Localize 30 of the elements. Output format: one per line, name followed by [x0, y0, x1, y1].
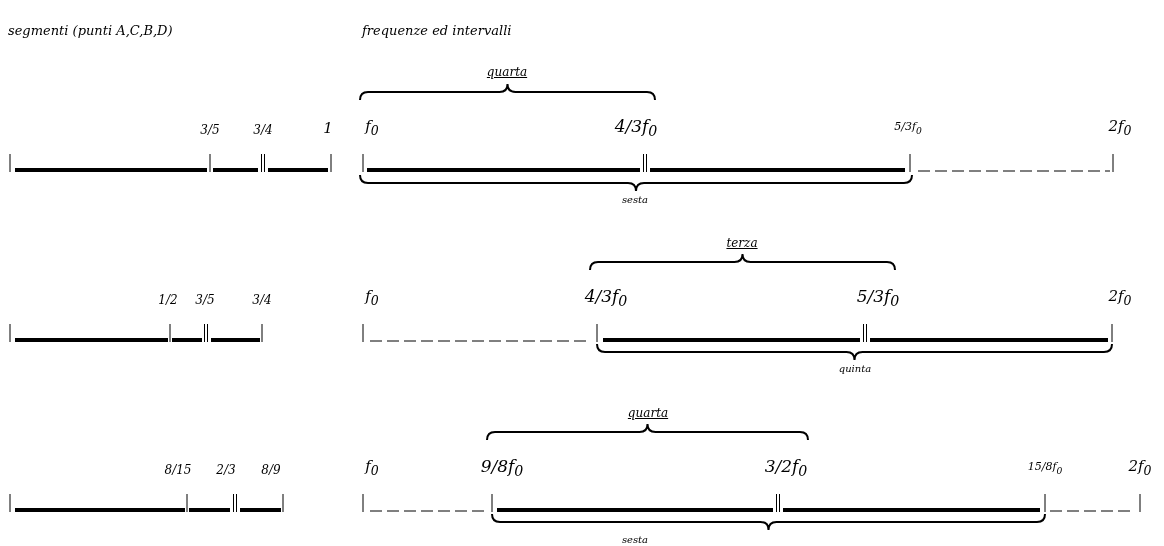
tick-label: 3/5	[195, 294, 215, 306]
interval-label: terza	[726, 237, 758, 249]
tick-label: 3/5	[200, 124, 220, 136]
tick-label: 2f$_{0}$	[1108, 288, 1132, 308]
tick-label: 15/8f$_{0}$	[1027, 461, 1063, 475]
tick-label: 8/15	[164, 464, 192, 476]
interval-label: sesta	[621, 195, 649, 205]
tick-label: 9/8f$_{0}$	[480, 457, 524, 479]
tick-label: 4/3f$_{0}$	[584, 287, 628, 309]
interval-label: sesta	[621, 535, 649, 545]
interval-label: quinta	[838, 364, 872, 374]
interval-label: quarta	[627, 407, 669, 419]
tick-label: 8/9	[261, 464, 281, 476]
tick-label: f$_{0}$	[365, 118, 379, 138]
tick-label: 3/2f$_{0}$	[764, 457, 808, 479]
heading: frequenze ed intervalli	[362, 23, 512, 37]
tick-label: 1	[323, 120, 333, 136]
tick-label: 3/4	[252, 294, 272, 306]
tick-label: 2f$_{0}$	[1108, 118, 1132, 138]
tick-label: 1/2	[158, 294, 178, 306]
tick-label: 2/3	[216, 464, 236, 476]
heading: segmenti (punti A,C,B,D)	[8, 23, 173, 37]
tick-label: 3/4	[253, 124, 273, 136]
tick-label: 4/3f$_{0}$	[614, 117, 658, 139]
tick-label: f$_{0}$	[365, 288, 379, 308]
interval-label: quarta	[486, 66, 528, 78]
tick-label: f$_{0}$	[365, 458, 379, 478]
tick-label: 5/3f$_{0}$	[856, 287, 900, 309]
tick-label: 5/3f$_{0}$	[894, 121, 922, 135]
tick-label: 2f$_{0}$	[1128, 458, 1152, 478]
